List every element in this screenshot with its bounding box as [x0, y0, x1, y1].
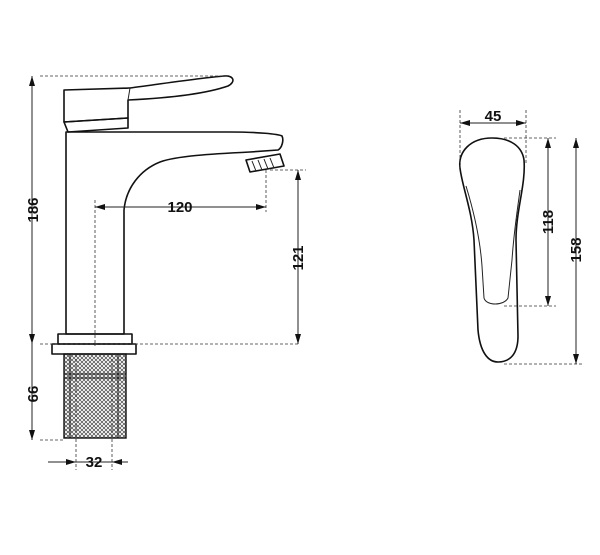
dim-spout-reach: 120 [94, 170, 267, 346]
dim-base-diameter: 32 [48, 354, 128, 471]
dim-side-height: 158 [504, 138, 585, 365]
dim-66-label: 66 [25, 386, 42, 403]
handle-side-outline [459, 137, 526, 363]
dim-186-label: 186 [25, 197, 42, 222]
faucet-body [65, 131, 284, 335]
dim-spout-height: 121 [270, 169, 307, 344]
handle-lever [63, 75, 234, 123]
aerator [245, 153, 285, 173]
dim-45-label: 45 [485, 108, 502, 125]
dim-121-label: 121 [290, 245, 307, 270]
dim-side-width: 45 [459, 108, 527, 170]
threaded-shank [63, 353, 127, 439]
dim-handle-length: 118 [504, 137, 557, 307]
dim-base-height: 66 [25, 344, 64, 441]
dim-32-label: 32 [86, 454, 103, 471]
handle-base [63, 117, 129, 133]
dim-120-label: 120 [167, 199, 192, 216]
faucet-side-view [459, 137, 526, 363]
faucet-front-view [51, 75, 285, 439]
dim-118-label: 118 [540, 210, 557, 234]
dim-total-height: 186 [25, 75, 300, 345]
dim-158-label: 158 [568, 237, 585, 262]
handle-side-inner [465, 185, 521, 305]
